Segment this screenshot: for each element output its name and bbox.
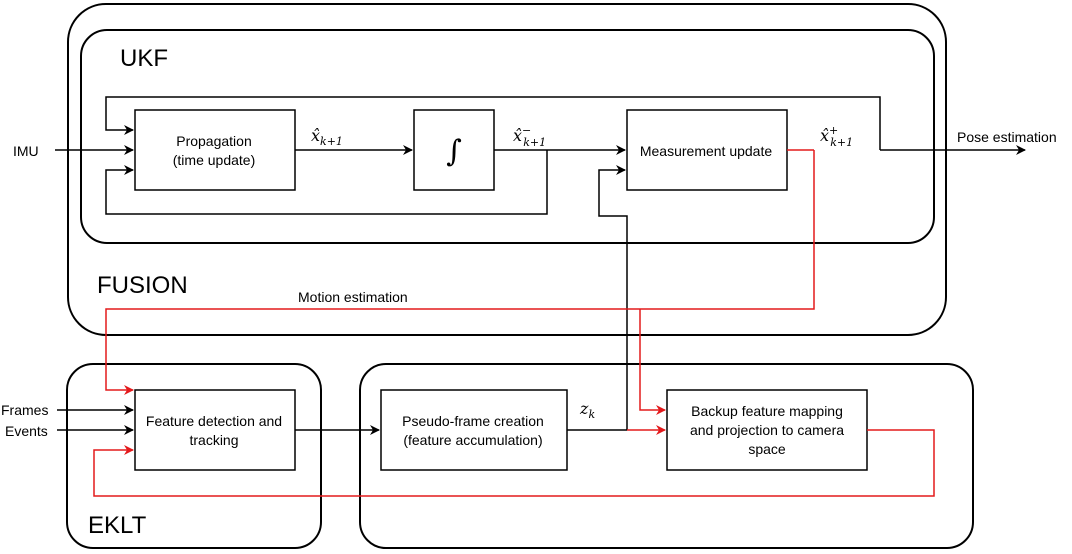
- ukf-label: UKF: [120, 45, 168, 72]
- feature-detection-label-1: Feature detection and: [146, 413, 282, 429]
- frames-label: Frames: [1, 402, 48, 418]
- propagation-label-1: Propagation: [176, 133, 252, 149]
- events-label: Events: [5, 423, 48, 439]
- measurement-update-label: Measurement update: [640, 143, 773, 159]
- feature-detection-label-2: tracking: [189, 432, 238, 448]
- x-plus-label: x̂+k+1: [820, 124, 853, 149]
- eklt-container: [66, 363, 322, 549]
- propagation-label-2: (time update): [173, 152, 255, 168]
- pseudo-frame-label-1: Pseudo-frame creation: [402, 413, 544, 429]
- backup-feedback-arrow: [93, 429, 935, 497]
- motion-to-backup-arrow: [639, 309, 666, 415]
- backup-label-3: space: [748, 441, 786, 457]
- imu-label: IMU: [13, 143, 39, 159]
- backup-label-2: and projection to camera: [690, 422, 844, 438]
- vision-container: [359, 363, 974, 549]
- measurement-update-block: Measurement update: [626, 109, 788, 191]
- motion-estimation-label: Motion estimation: [298, 289, 408, 305]
- z-label: zk: [579, 399, 595, 421]
- prior-feedback-loop: [105, 150, 548, 215]
- fusion-label: FUSION: [97, 272, 188, 299]
- eklt-label: EKLT: [88, 512, 147, 539]
- motion-estimation-line: [105, 150, 815, 395]
- fusion-container: [67, 3, 947, 336]
- integrator-block: ∫: [413, 109, 495, 191]
- ukf-container: [80, 29, 935, 244]
- measurement-input-arrow: [598, 165, 628, 430]
- pseudo-frame-label-2: (feature accumulation): [403, 432, 542, 448]
- feature-detection-block: Feature detection and tracking: [134, 389, 296, 471]
- backup-feature-block: Backup feature mapping and projection to…: [666, 389, 868, 471]
- posterior-feedback-loop: [105, 96, 881, 150]
- pseudo-frame-block: Pseudo-frame creation (feature accumulat…: [380, 389, 568, 471]
- x-minus-label: x̂−k+1: [513, 124, 546, 149]
- pose-estimation-label: Pose estimation: [957, 129, 1057, 145]
- x-hat-label: x̂k+1: [311, 126, 343, 148]
- propagation-block: Propagation (time update): [134, 109, 296, 191]
- backup-label-1: Backup feature mapping: [691, 403, 843, 419]
- integral-symbol: ∫: [446, 134, 462, 169]
